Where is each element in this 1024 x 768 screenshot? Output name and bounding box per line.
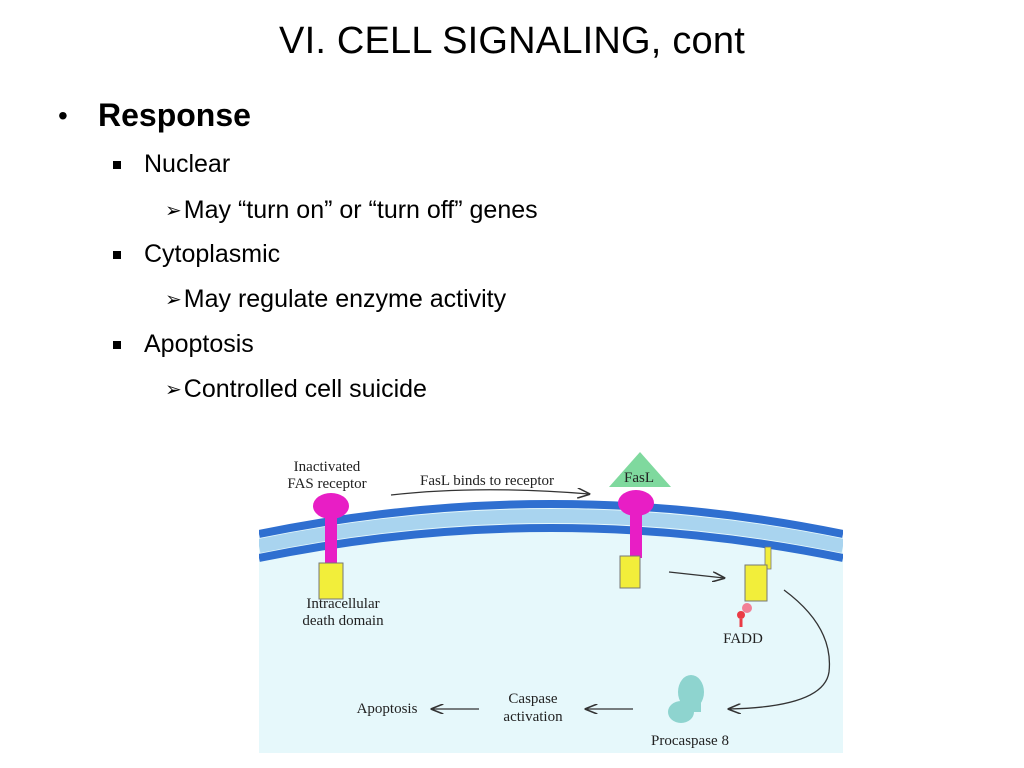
fadd-complex [737, 546, 772, 627]
fasl-label: FasL [624, 470, 654, 486]
death-domain-box [619, 555, 641, 589]
apoptosis-label: Apoptosis [357, 701, 418, 717]
subitem-nuclear: ➢ May “turn on” or “turn off” genes [165, 196, 538, 225]
receptor-stalk [630, 512, 642, 558]
membrane-middle [259, 509, 843, 553]
procaspase-label: Procaspase 8 [651, 733, 729, 749]
death-domain-label-2: death domain [302, 613, 384, 629]
bullet-dot-icon: • [58, 99, 68, 131]
curved-arrow [729, 589, 831, 709]
inactivated-label-2: FAS receptor [287, 476, 366, 492]
activated-fas-receptor [609, 452, 671, 589]
caspase-label-1: Caspase [508, 691, 557, 707]
item-label: Cytoplasmic [144, 240, 281, 268]
fadd-label: FADD [723, 631, 763, 647]
binds-arrow [390, 490, 589, 495]
subitem-apoptosis: ➢ Controlled cell suicide [165, 375, 427, 404]
binds-label: FasL binds to receptor [420, 473, 554, 489]
subitem-cytoplasmic: ➢ May regulate enzyme activity [165, 285, 506, 314]
bullet-response-label: Response [98, 97, 251, 133]
inactivated-fas-receptor [313, 493, 349, 600]
membrane-outer [259, 500, 843, 538]
arrowhead-bullet-icon: ➢ [165, 200, 182, 222]
item-apoptosis: Apoptosis [113, 330, 254, 359]
item-cytoplasmic: Cytoplasmic [113, 240, 280, 269]
receptor-stalk [325, 516, 337, 566]
receptor-head [618, 490, 654, 516]
caspase-label-2: activation [503, 709, 563, 725]
square-bullet-icon [113, 250, 121, 259]
death-domain-box [744, 564, 768, 602]
death-domain-label-1: Intracellular [306, 596, 379, 612]
item-nuclear: Nuclear [113, 150, 230, 179]
slide-title: VI. CELL SIGNALING, cont [279, 20, 745, 62]
item-label: Nuclear [144, 150, 231, 178]
fasl-triangle [609, 452, 671, 487]
fas-apoptosis-figure: Inactivated FAS receptor FasL binds to r… [259, 442, 843, 753]
membrane-inner [259, 524, 843, 562]
square-bullet-icon [113, 160, 121, 169]
arrowhead-bullet-icon: ➢ [165, 289, 182, 311]
square-bullet-icon [113, 340, 121, 349]
inactivated-label-1: Inactivated [294, 459, 361, 475]
receptor-head [313, 493, 349, 519]
subitem-label: May “turn on” or “turn off” genes [183, 196, 538, 224]
procaspase-8 [668, 675, 704, 723]
activation-arrow [668, 571, 724, 578]
item-label: Apoptosis [144, 330, 254, 358]
death-domain-box [318, 562, 344, 600]
subitem-label: May regulate enzyme activity [183, 285, 507, 313]
fadd-stalk [764, 546, 772, 570]
subitem-label: Controlled cell suicide [183, 375, 427, 403]
bullet-response: • Response [58, 97, 251, 134]
arrowhead-bullet-icon: ➢ [165, 379, 182, 401]
fas-pathway-diagram: Inactivated FAS receptor FasL binds to r… [259, 452, 843, 753]
fadd-bead [737, 611, 745, 619]
fadd-bead [742, 603, 752, 613]
